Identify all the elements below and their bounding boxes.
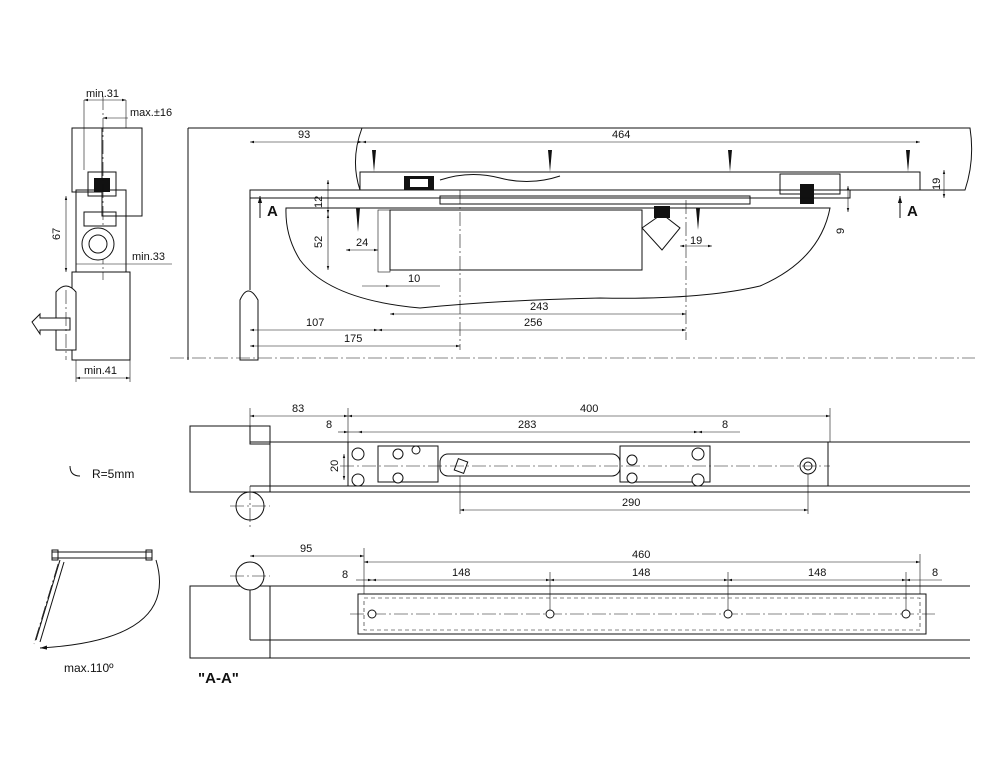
fixing-holes — [351, 445, 817, 487]
dim-8c: 8 — [342, 569, 348, 581]
dim-107: 107 — [306, 317, 324, 329]
dim-24: 24 — [356, 237, 368, 249]
dim-175: 175 — [344, 333, 362, 345]
opening-sketch: max.110º — [33, 549, 160, 675]
dim-20: 20 — [329, 460, 341, 472]
pinion-gear — [81, 227, 115, 261]
max-angle: max.110º — [64, 661, 114, 675]
dim-464: 464 — [612, 129, 630, 141]
hinge-knuckle — [239, 290, 259, 361]
bottom-view: 95 460 8 148 148 148 8 "A-A" — [189, 543, 970, 687]
frame-block — [189, 425, 271, 493]
section-mark-right: A — [907, 203, 918, 220]
dim-52: 52 — [313, 236, 325, 248]
dim-max16: max.±16 — [130, 107, 172, 119]
channel-holes — [367, 609, 911, 619]
dim-148b: 148 — [632, 567, 650, 579]
dim-10: 10 — [408, 273, 420, 285]
radius-note: R=5mm — [92, 467, 134, 481]
dim-93: 93 — [298, 129, 310, 141]
dim-min31: min.31 — [86, 88, 119, 100]
closer-body — [389, 209, 643, 271]
section-mark-left: A — [267, 203, 278, 220]
dim-19v: 19 — [931, 178, 943, 190]
swing-arc — [39, 559, 160, 650]
rail-profile — [87, 171, 117, 197]
dim-8b: 8 — [722, 419, 728, 431]
header-concrete — [354, 127, 973, 191]
dim-min33: min.33 — [132, 251, 165, 263]
dim-8d: 8 — [932, 567, 938, 579]
dim-283: 283 — [518, 419, 536, 431]
plan-view: 83 400 8 283 8 20 290 R=5mm — [69, 403, 970, 528]
dim-min41: min.41 — [84, 365, 117, 377]
dim-256: 256 — [524, 317, 542, 329]
dim-95: 95 — [300, 543, 312, 555]
dim-67: 67 — [51, 228, 63, 240]
rail-inner — [94, 178, 110, 192]
frame-block-bottom — [189, 585, 271, 659]
dim-83: 83 — [292, 403, 304, 415]
section-view: 93 464 12 52 24 10 19 19 9 243 256 107 1… — [170, 127, 975, 361]
section-title: "A-A" — [198, 670, 239, 687]
dim-460: 460 — [632, 549, 650, 561]
dim-243: 243 — [530, 301, 548, 313]
mounting-plate — [347, 441, 829, 487]
door-concrete — [285, 207, 831, 309]
dim-148c: 148 — [808, 567, 826, 579]
door-leaf-hatch — [71, 271, 131, 361]
dim-400: 400 — [580, 403, 598, 415]
dim-8a: 8 — [326, 419, 332, 431]
dim-19h: 19 — [690, 235, 702, 247]
dim-9: 9 — [835, 228, 847, 234]
screws-top — [356, 150, 910, 232]
slide-rail — [359, 171, 921, 191]
pinion-section — [641, 213, 681, 251]
dim-12: 12 — [313, 196, 325, 208]
dim-148a: 148 — [452, 567, 470, 579]
side-view: min.31 max.±16 67 min.33 min.41 — [31, 88, 172, 382]
dim-290: 290 — [622, 497, 640, 509]
